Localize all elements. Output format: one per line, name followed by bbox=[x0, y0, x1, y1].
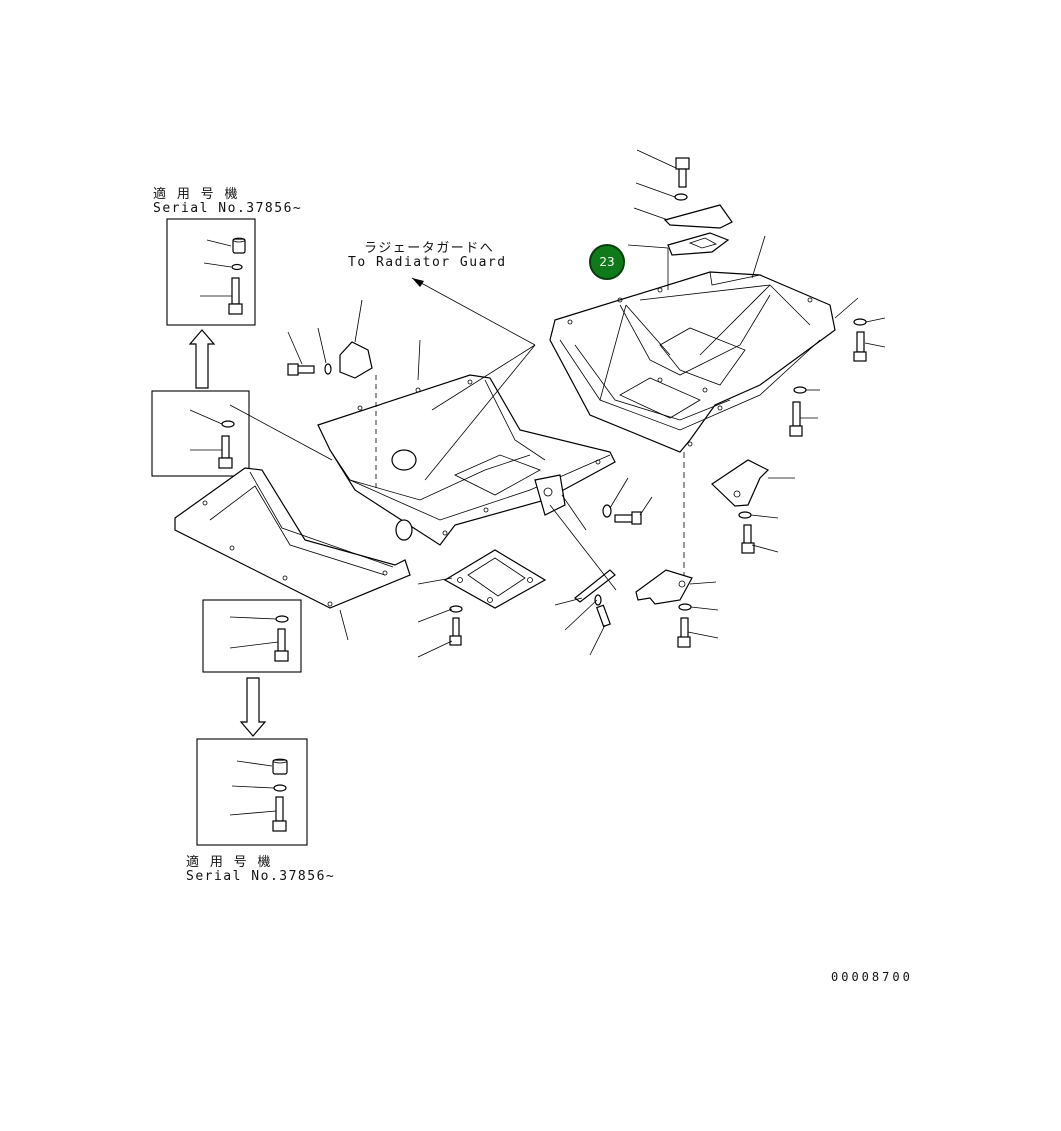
washer-icon bbox=[221, 420, 235, 428]
drawing-number: 00008700 bbox=[831, 970, 913, 984]
cover-plate-small bbox=[287, 299, 373, 379]
bolt-icon bbox=[287, 363, 315, 376]
serial-number-label-top: Serial No.37856~ bbox=[153, 201, 303, 216]
washer-icon bbox=[231, 263, 243, 271]
inset-box-bottom bbox=[196, 738, 308, 846]
applicable-units-label-bottom: 適 用 号 機 bbox=[186, 855, 272, 870]
bolt-icon bbox=[218, 435, 233, 469]
washer-icon bbox=[674, 193, 688, 201]
bolt-icon bbox=[228, 277, 243, 315]
radiator-guard-label-jp: ラジェータガードへ bbox=[364, 241, 495, 256]
bolt-icon bbox=[449, 617, 462, 646]
arrow-down-icon bbox=[239, 677, 267, 737]
arrow-up-icon bbox=[188, 329, 216, 389]
bolt-icon bbox=[614, 511, 642, 525]
cover-plate-right-upper bbox=[711, 459, 795, 554]
bolt-icon bbox=[675, 157, 690, 188]
washer-icon bbox=[449, 605, 463, 613]
washer-icon bbox=[275, 615, 289, 623]
serial-number-label-bottom: Serial No.37856~ bbox=[186, 869, 336, 884]
inset-box-top bbox=[166, 218, 256, 326]
left-base-plate bbox=[174, 467, 411, 641]
top-bolt-stack bbox=[627, 149, 733, 256]
bolt-icon bbox=[741, 524, 755, 554]
inset-box-lower bbox=[202, 599, 302, 673]
washer-icon bbox=[678, 603, 692, 611]
right-main-guard bbox=[549, 235, 836, 578]
bolt-icon bbox=[677, 617, 691, 648]
pin-and-bolt bbox=[549, 477, 653, 656]
washer-icon bbox=[602, 504, 612, 518]
bushing-icon bbox=[272, 758, 288, 775]
bushing-icon bbox=[232, 237, 246, 254]
cover-plate-right-lower bbox=[635, 569, 719, 648]
inset-box-middle bbox=[151, 390, 333, 477]
washer-icon bbox=[738, 511, 752, 519]
radiator-guard-label-en: To Radiator Guard bbox=[348, 255, 507, 270]
washer-icon bbox=[793, 386, 807, 394]
bolt-icon bbox=[272, 796, 287, 832]
part-callout-23[interactable]: 23 bbox=[589, 244, 625, 280]
applicable-units-label-top: 適 用 号 機 bbox=[153, 187, 239, 202]
bolt-icon bbox=[595, 604, 611, 628]
washer-icon bbox=[853, 318, 867, 326]
bolt-icon bbox=[789, 401, 803, 437]
bolt-icon bbox=[274, 628, 289, 662]
right-fasteners bbox=[789, 297, 886, 437]
center-guard bbox=[317, 339, 616, 546]
washer-icon bbox=[324, 363, 332, 375]
bolt-icon bbox=[853, 331, 867, 362]
washer-icon bbox=[273, 784, 287, 792]
radiator-guard-pointer bbox=[411, 277, 536, 481]
hinged-plate bbox=[417, 549, 547, 658]
